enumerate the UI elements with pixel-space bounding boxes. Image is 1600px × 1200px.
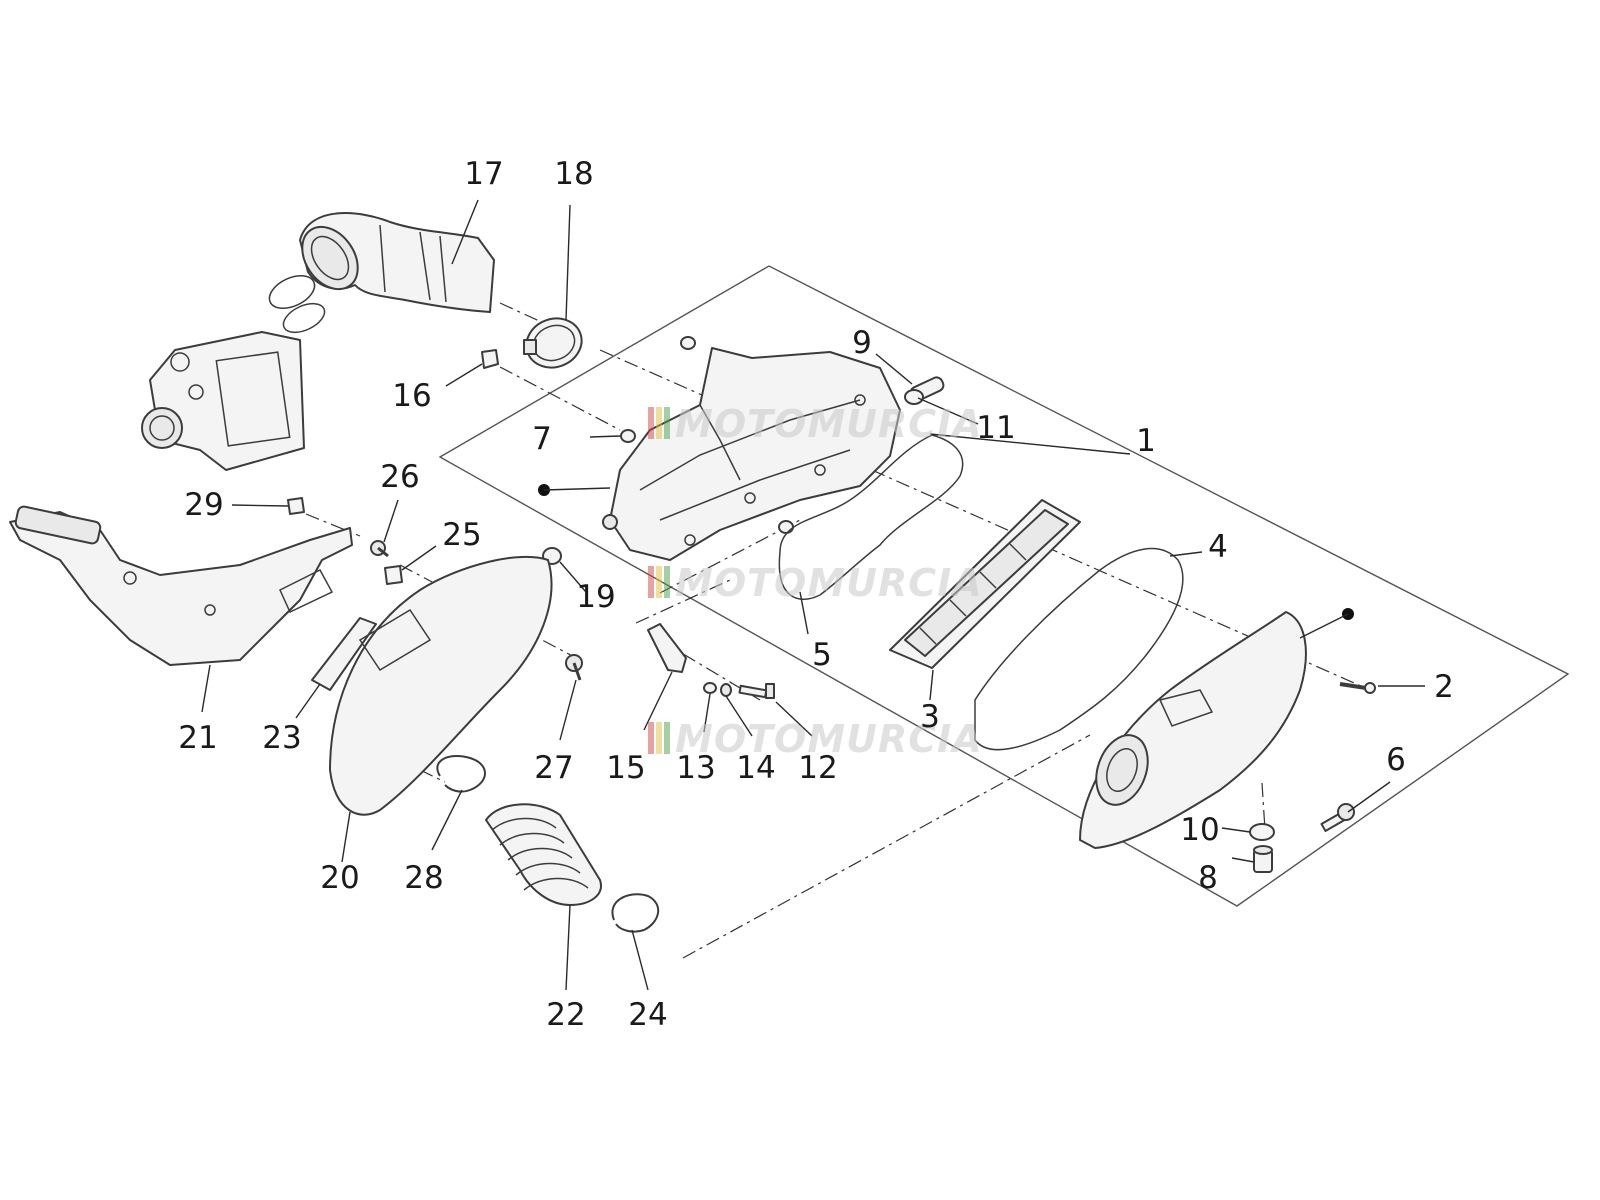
callout-8: 8 xyxy=(1198,860,1218,896)
leader-lines xyxy=(201,199,1425,991)
watermark-middle: MOTOMURCIA xyxy=(648,561,983,605)
callout-21: 21 xyxy=(178,720,217,756)
watermark-text: MOTOMURCIA xyxy=(675,402,983,446)
callout-16: 16 xyxy=(392,378,431,414)
callout-27: 27 xyxy=(534,750,573,786)
screw-2 xyxy=(1339,682,1376,694)
circlip-24 xyxy=(611,893,659,933)
watermark-stripe-red xyxy=(648,566,654,598)
hose-clamp xyxy=(523,317,583,369)
callout-19: 19 xyxy=(576,579,615,615)
callout-1: 1 xyxy=(1136,423,1156,459)
callout-25: 25 xyxy=(442,517,481,553)
spring-clip-16 xyxy=(481,349,499,369)
callout-13: 13 xyxy=(676,750,715,786)
drain-cap-8 xyxy=(1253,845,1273,873)
bracket-15 xyxy=(647,623,687,673)
watermark-text: MOTOMURCIA xyxy=(675,561,983,605)
callout-15: 15 xyxy=(606,750,645,786)
callout-11: 11 xyxy=(976,410,1015,446)
clip-29 xyxy=(287,497,305,515)
screw-27 xyxy=(565,654,583,681)
callout-26: 26 xyxy=(380,459,419,495)
callout-2: 2 xyxy=(1434,669,1454,705)
assembly-group-outline xyxy=(438,265,1570,907)
cover-gasket-4 xyxy=(974,547,1184,751)
callout-10: 10 xyxy=(1180,812,1219,848)
screw-26 xyxy=(370,540,389,558)
callout-18: 18 xyxy=(554,156,593,192)
washer-13 xyxy=(703,682,717,694)
callout-28: 28 xyxy=(404,860,443,896)
watermark-top: MOTOMURCIA xyxy=(648,402,983,446)
bolt-12 xyxy=(738,683,775,699)
callout-6: 6 xyxy=(1386,742,1406,778)
callout-22: 22 xyxy=(546,997,585,1033)
watermark-stripe-green xyxy=(664,407,670,439)
callout-23: 23 xyxy=(262,720,301,756)
nut-14 xyxy=(720,683,732,697)
throttle-body xyxy=(141,275,326,471)
callout-12: 12 xyxy=(798,750,837,786)
callout-3: 3 xyxy=(920,699,940,735)
duct-cover-20 xyxy=(329,555,553,816)
air-box-cover xyxy=(1079,611,1307,849)
gasket-5 xyxy=(778,434,964,600)
callout-14: 14 xyxy=(736,750,775,786)
watermark-stripe-red xyxy=(648,722,654,754)
callout-9: 9 xyxy=(852,325,872,361)
watermark-stripe-yellow xyxy=(656,407,662,439)
air-filter-element xyxy=(889,499,1081,669)
callout-29: 29 xyxy=(184,487,223,523)
clip-25 xyxy=(384,565,403,585)
watermark-stripe-green xyxy=(664,722,670,754)
watermark-stripe-green xyxy=(664,566,670,598)
bellows-hose-22 xyxy=(485,803,602,906)
bolt-6 xyxy=(1320,803,1355,832)
clamp-11 xyxy=(904,389,924,405)
callout-24: 24 xyxy=(628,997,667,1033)
callout-4: 4 xyxy=(1208,529,1228,565)
callout-7: 7 xyxy=(532,421,552,457)
watermark-stripe-yellow xyxy=(656,566,662,598)
circlip-28 xyxy=(436,755,486,793)
hose-clamp-10 xyxy=(1249,823,1275,841)
callout-20: 20 xyxy=(320,860,359,896)
seal-23 xyxy=(311,617,377,691)
watermark-stripe-red xyxy=(648,407,654,439)
watermark-bottom: MOTOMURCIA xyxy=(648,717,983,761)
callout-5: 5 xyxy=(812,637,832,673)
watermark-stripe-yellow xyxy=(656,722,662,754)
callout-17: 17 xyxy=(464,156,503,192)
air-intake-duct-21 xyxy=(9,505,353,666)
watermark-text: MOTOMURCIA xyxy=(675,717,983,761)
intake-elbow-duct xyxy=(299,212,495,313)
air-box-housing xyxy=(602,347,901,561)
callout-labels: 1 2 3 4 5 6 7 8 9 10 11 12 13 14 15 16 1… xyxy=(178,156,1454,1033)
